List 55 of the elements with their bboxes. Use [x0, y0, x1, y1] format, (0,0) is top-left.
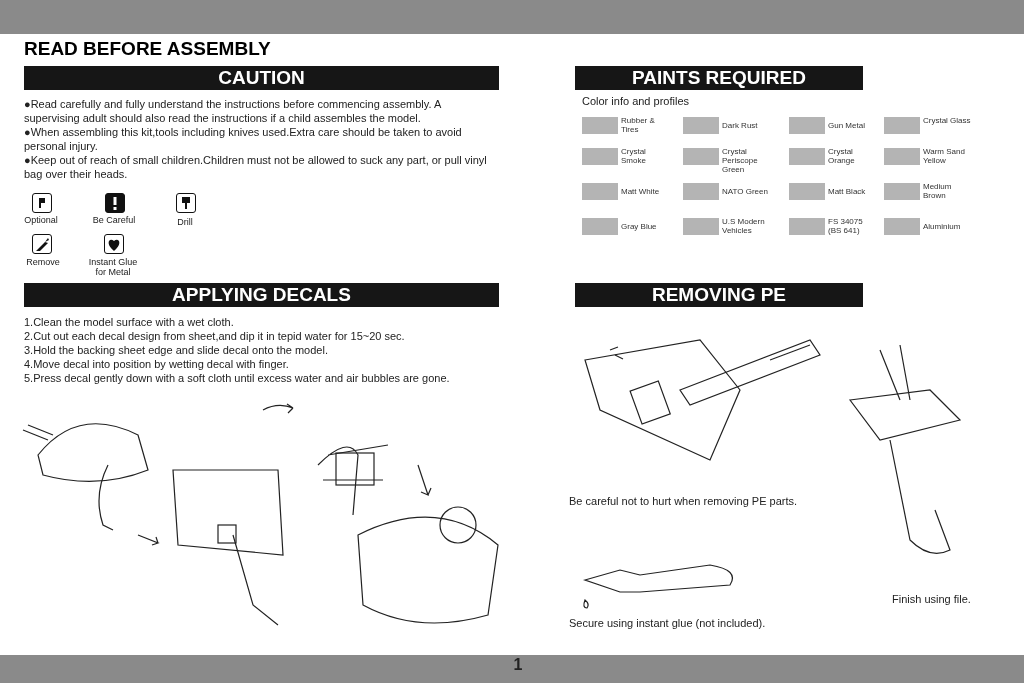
page-number: 1 — [512, 658, 524, 672]
paint-swatch — [582, 183, 618, 200]
paint-swatch — [683, 148, 719, 165]
paint-swatch — [884, 183, 920, 200]
instruction-text: Be careful not to hurt when removing PE parts. — [569, 494, 799, 508]
instruction-text: 1.Clean the model surface with a wet cloth. — [24, 315, 235, 329]
paint-swatch — [789, 218, 825, 235]
icon-caption: Instant Glue for Metal — [87, 257, 139, 277]
paint-name: Aluminium — [923, 222, 962, 231]
paint-name: Medium Brown — [923, 182, 953, 200]
instruction-text: 4.Move decal into position by wetting decal with finger. — [24, 357, 290, 371]
paint-name: Crystal Orange — [828, 147, 856, 165]
paint-name: Crystal Periscope Green — [722, 147, 759, 174]
paint-swatch — [884, 117, 920, 134]
paint-name: Warm Sand Yellow — [923, 147, 966, 165]
paint-swatch — [582, 148, 618, 165]
paint-name: Gun Metal — [828, 121, 866, 130]
instruction-text: ●Keep out of reach of small children.Children must not be allowed to suck any part, or pull vinyl bag over their heads. — [24, 153, 488, 181]
paint-name: Rubber & Tires — [621, 116, 656, 134]
page-title: READ BEFORE ASSEMBLY — [24, 38, 272, 60]
instruction-text: 2.Cut out each decal design from sheet,and dip it in tepid water for 15~20 sec. — [24, 329, 406, 343]
section-heading: REMOVING PE — [575, 283, 863, 307]
paint-name: NATO Green — [722, 187, 769, 196]
paint-swatch — [789, 117, 825, 134]
paint-name: Crystal Smoke — [621, 147, 647, 165]
instruction-text: 5.Press decal gently down with a soft cloth until excess water and air bubbles are gone. — [24, 371, 451, 385]
paint-swatch — [789, 183, 825, 200]
paint-swatch — [582, 218, 618, 235]
paint-name: Gray Blue — [621, 222, 658, 231]
icon-caption: Be Careful — [91, 215, 137, 225]
instruction-text: Finish using file. — [892, 592, 972, 606]
icon-caption: Drill — [176, 217, 194, 227]
instruction-text: ●Read carefully and fully understand the instructions before commencing assembly. A supervising adult should also read the instructions if a child assembles the model. — [24, 97, 442, 125]
section-heading: PAINTS REQUIRED — [575, 66, 863, 90]
paint-swatch — [884, 218, 920, 235]
paint-name: FS 34075 (BS 641) — [828, 217, 864, 235]
paint-swatch — [683, 218, 719, 235]
paint-name: Crystal Glass — [923, 116, 972, 125]
instruction-text: ●When assembling this kit,tools including knives used.Extra care should be taken to avoid personal injury. — [24, 125, 463, 153]
instruction-text: Secure using instant glue (not included). — [569, 616, 767, 630]
icon-caption: Remove — [25, 257, 61, 267]
paint-name: U.S Modern Vehicles — [722, 217, 766, 235]
paint-name: Matt White — [621, 187, 661, 196]
section-heading: APPLYING DECALS — [24, 283, 499, 307]
paint-swatch — [683, 117, 719, 134]
paint-swatch — [884, 148, 920, 165]
paint-swatch — [789, 148, 825, 165]
instruction-text: Color info and profiles — [582, 94, 690, 108]
paint-name: Dark Rust — [722, 121, 759, 130]
icon-caption: Optional — [23, 215, 59, 225]
paint-swatch — [683, 183, 719, 200]
paint-name: Matt Black — [828, 187, 867, 196]
section-heading: CAUTION — [24, 66, 499, 90]
instruction-text: 3.Hold the backing sheet edge and slide decal onto the model. — [24, 343, 329, 357]
paint-swatch — [582, 117, 618, 134]
